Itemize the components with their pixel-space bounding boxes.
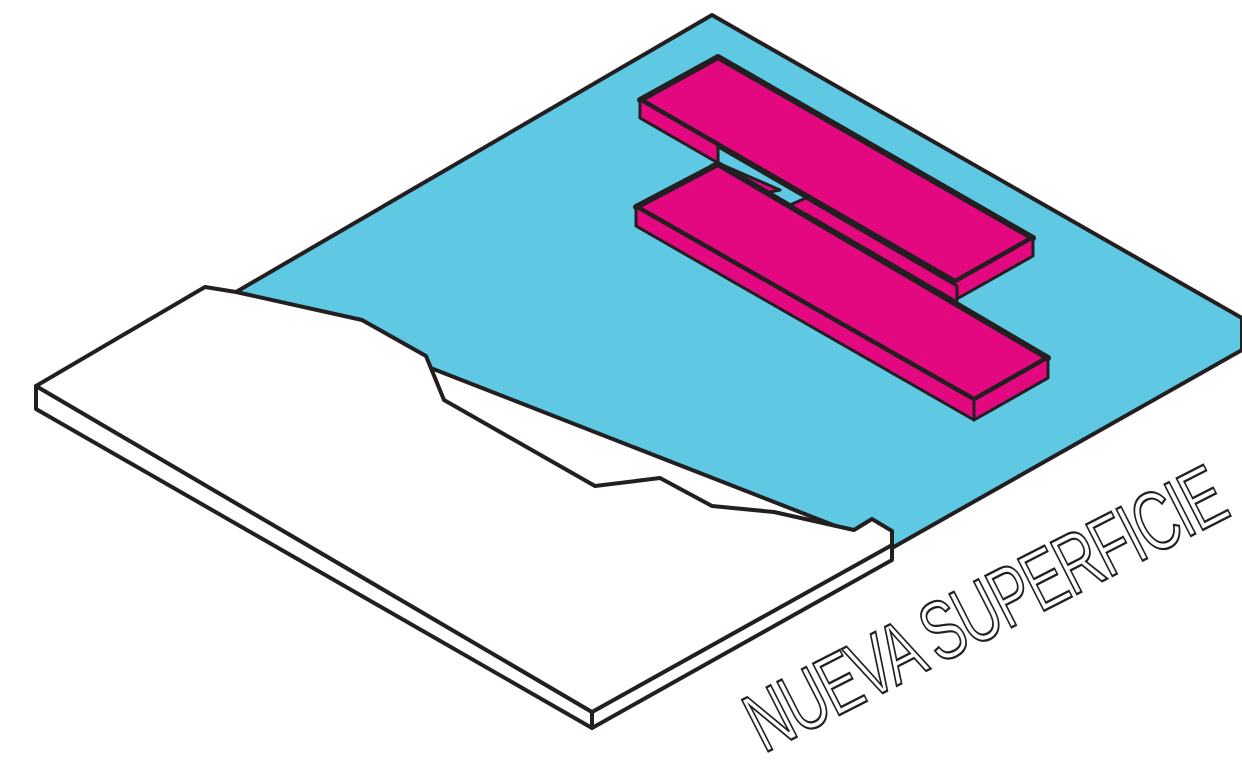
building-lower-side-right: [972, 356, 1050, 422]
building-lower-bar: [633, 161, 1051, 422]
isometric-diagram: [34, 13, 1242, 730]
building-joint-line: [804, 212, 959, 304]
terrain-slab-top: [34, 285, 894, 714]
